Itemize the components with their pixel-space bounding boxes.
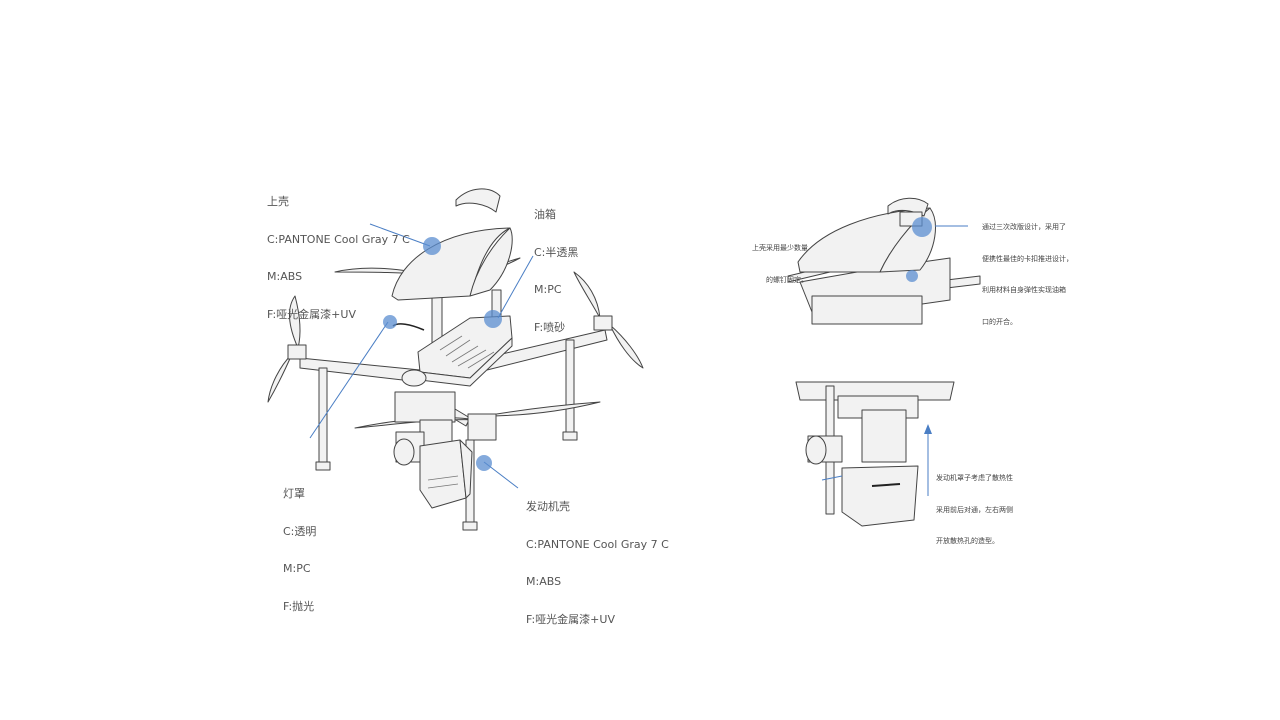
top-shell-rear [469,227,513,297]
blue-dot-icon [484,310,502,328]
detail-top [787,197,981,325]
note-line: 上壳采用最少数量 [752,244,808,252]
blue-dot-icon [383,315,397,329]
fuel-cap [455,188,501,213]
propeller-left-lower [267,353,293,403]
callout-material-spec: M:PC [283,562,311,575]
callout-title: 发动机壳 [526,500,570,513]
propeller-front-right [483,401,601,417]
leg-front-foot [462,521,478,531]
leg-right-foot [562,431,578,441]
blue-dot-icon [423,237,441,255]
propeller-left-upper [288,295,301,349]
callout-fuel-tank: 油箱 C:半透黑 M:PC F:喷砂 [534,184,578,347]
leader-lamp-cover [309,321,389,439]
motor-front [467,413,497,441]
callout-color-spec: C:PANTONE Cool Gray 7 C [267,232,410,246]
callout-title: 油箱 [534,208,556,221]
note-top-right: 通过三次改版设计，采用了 便携性最佳的卡扣推进设计， 利用材料自身弹性实现油箱 … [982,201,1073,338]
leg-right [565,339,575,439]
engine-shell-side [459,439,473,499]
leader-top-shell [369,223,431,247]
leader-detail-bottom [821,475,843,481]
leader-fuel-tank [497,255,534,319]
callout-title: 上壳 [267,195,289,208]
note-line: 便携性最佳的卡扣推进设计， [982,254,1073,263]
callout-material-spec: M:ABS [526,575,562,588]
callout-title: 灯罩 [283,487,305,500]
note-line: 利用材料自身弹性实现油箱 [982,286,1066,294]
callout-engine-shell: 发动机壳 C:PANTONE Cool Gray 7 C M:ABS F:哑光金… [526,476,669,639]
note-line: 开放散热孔的造型。 [936,537,999,545]
callout-color-spec: C:半透黑 [534,245,579,259]
motor-left [287,344,307,360]
propeller-right-upper [573,271,601,319]
camera-lens [393,438,415,466]
callout-material-spec: M:ABS [267,270,303,283]
leg-left-foot [315,461,331,471]
note-line: 口的开合。 [982,317,1017,326]
note-line: 的螺钉固定。 [766,275,808,284]
fuel-tank [401,369,427,387]
propeller-right-lower [609,324,644,369]
note-line: 采用前后对通，左右两侧 [936,505,1013,514]
note-line: 通过三次改版设计，采用了 [982,223,1066,231]
note-bottom: 发动机罩子考虑了散热性 采用前后对通，左右两侧 开放散热孔的造型。 [936,452,1013,557]
callout-finish-spec: F:喷砂 [534,320,566,334]
callout-color-spec: C:透明 [283,524,317,538]
callout-finish-spec: F:哑光金属漆+UV [267,307,356,321]
callout-finish-spec: F:哑光金属漆+UV [526,612,615,626]
note-top-left: 上壳采用最少数量 的螺钉固定。 [736,222,808,296]
blue-dot-icon [476,455,492,471]
motor-right [593,315,613,331]
note-line: 发动机罩子考虑了散热性 [936,474,1013,482]
blue-dot-icon [912,217,932,237]
callout-finish-spec: F:抛光 [283,599,315,613]
callout-lamp-cover: 灯罩 C:透明 M:PC F:抛光 [283,463,316,626]
gimbal-frame [394,391,456,423]
blue-dot-icon [906,270,918,282]
callout-material-spec: M:PC [534,283,562,296]
detail-bottom [795,381,955,527]
arrow-up-icon-head [924,424,932,434]
callout-top-shell: 上壳 C:PANTONE Cool Gray 7 C M:ABS F:哑光金属漆… [267,171,410,334]
callout-color-spec: C:PANTONE Cool Gray 7 C [526,537,669,551]
engine-shell [419,439,467,509]
